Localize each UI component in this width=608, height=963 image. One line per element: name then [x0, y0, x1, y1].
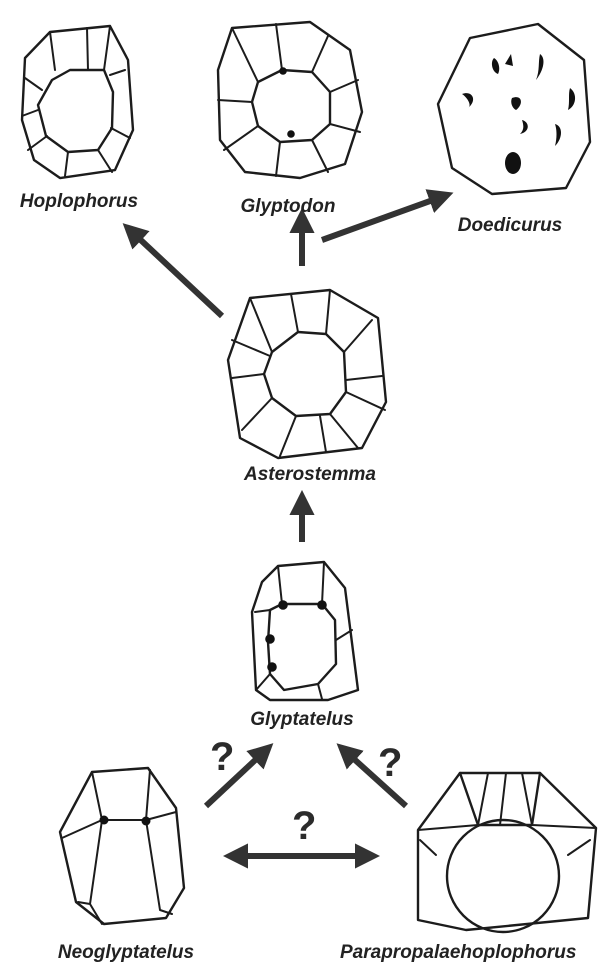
- arrow-asterostemma-to-hoplophorus: [130, 230, 222, 316]
- question-mark-right: ?: [378, 741, 402, 785]
- label-asterostemma: Asterostemma: [243, 464, 376, 485]
- doedicurus-osteoderm-drawing: [438, 24, 590, 194]
- question-mark-bottom: ?: [292, 804, 316, 848]
- label-neoglyptatelus: Neoglyptatelus: [58, 942, 194, 963]
- asterostemma-osteoderm-drawing: [228, 290, 386, 458]
- label-doedicurus: Doedicurus: [458, 215, 563, 236]
- label-glyptodon: Glyptodon: [241, 196, 336, 217]
- question-mark-left: ?: [210, 735, 234, 779]
- hoplophorus-osteoderm-drawing: [22, 26, 133, 178]
- glyptodon-osteoderm-drawing: [218, 22, 362, 178]
- label-glyptatelus: Glyptatelus: [250, 709, 353, 730]
- label-hoplophorus: Hoplophorus: [20, 191, 138, 212]
- parapropalaehoplophorus-osteoderm-drawing: [418, 773, 596, 932]
- glyptatelus-osteoderm-drawing: [252, 562, 358, 700]
- neoglyptatelus-osteoderm-drawing: [60, 768, 184, 924]
- arrow-glyptodon-to-doedicurus: [322, 196, 444, 240]
- label-parapropalaehoplophorus: Parapropalaehoplophorus: [340, 942, 576, 963]
